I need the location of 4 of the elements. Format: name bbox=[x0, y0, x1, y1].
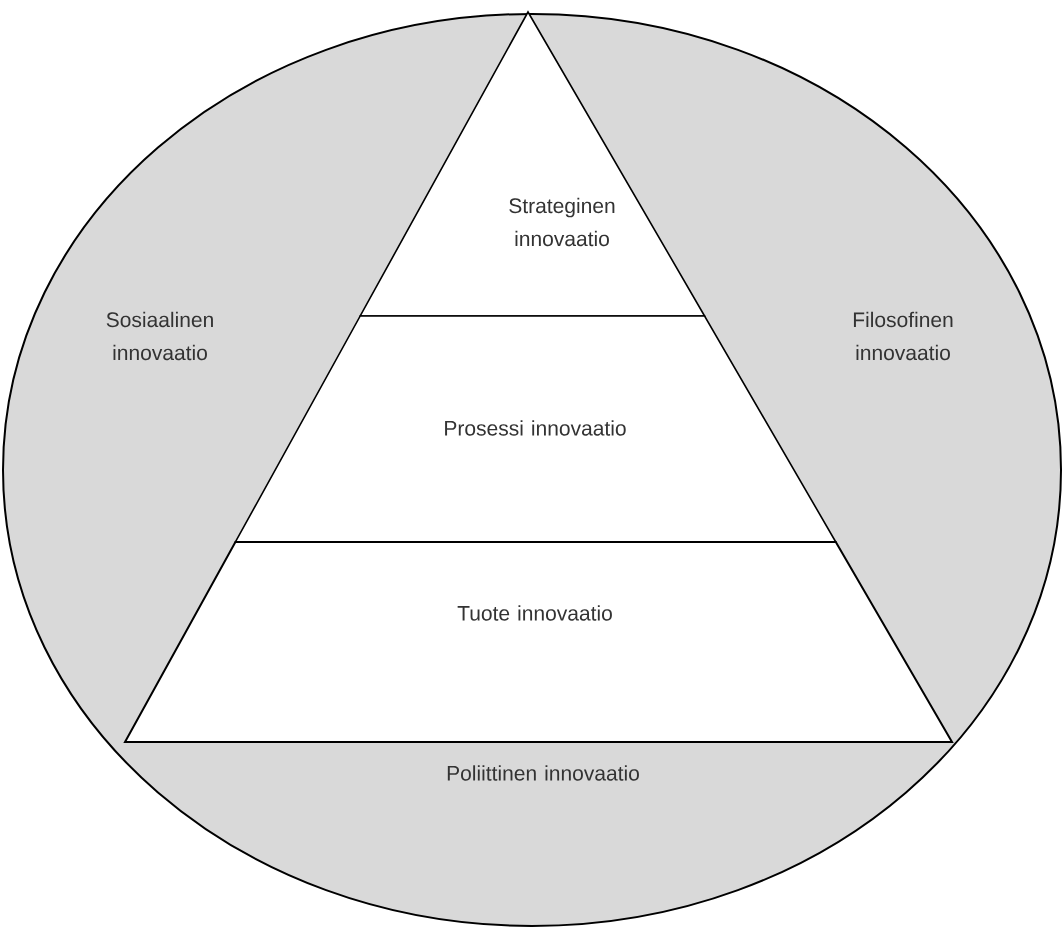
node-label: Sosiaalinen innovaatio bbox=[106, 311, 213, 361]
node-label: Filosofinen innovaatio bbox=[853, 311, 953, 361]
pyramid-band: Prosessi innovaatio bbox=[234, 315, 838, 543]
node-label: Poliittinen innovaatio bbox=[447, 765, 639, 781]
